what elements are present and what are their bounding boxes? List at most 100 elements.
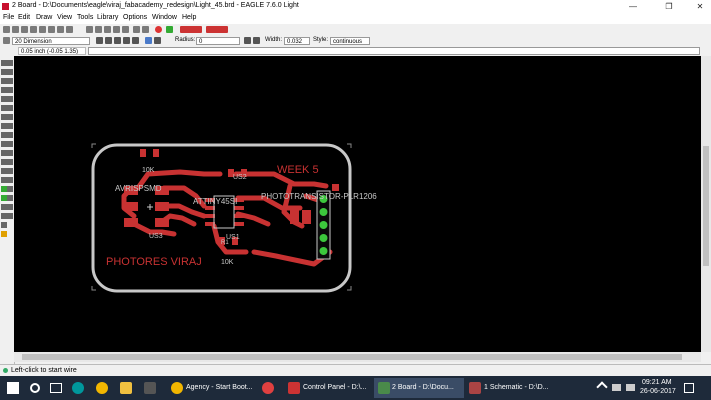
volume-icon[interactable]: [626, 384, 635, 391]
task-agency[interactable]: Agency - Start Boot...: [186, 384, 253, 391]
menu-view[interactable]: View: [57, 14, 73, 21]
chrome-icon[interactable]: [96, 382, 108, 394]
open-icon[interactable]: [3, 26, 10, 33]
menu-edit[interactable]: Edit: [18, 14, 31, 21]
task-schematic[interactable]: 1 Schematic - D:\D...: [484, 384, 549, 391]
board-canvas[interactable]: WEEK 5 PHOTORES VIRAJ AVRISPSMD ATTINY45…: [14, 56, 701, 352]
task-view-icon[interactable]: [50, 383, 62, 393]
bend-style-4-icon[interactable]: [123, 37, 130, 44]
redraw-icon[interactable]: [122, 26, 129, 33]
menu-help[interactable]: Help: [182, 14, 197, 21]
horizontal-scrollbar[interactable]: [14, 352, 701, 362]
menu-tools[interactable]: Tools: [77, 14, 94, 21]
rotate-icon[interactable]: [7, 87, 13, 93]
action-center-icon[interactable]: [684, 383, 694, 393]
redo-icon[interactable]: [142, 26, 149, 33]
wire-icon[interactable]: [1, 159, 7, 165]
miter-icon[interactable]: [244, 37, 251, 44]
menu-library[interactable]: Library: [97, 14, 119, 21]
print-icon[interactable]: [21, 26, 28, 33]
horizontal-scroll-thumb[interactable]: [22, 354, 682, 360]
hole-icon[interactable]: [1, 195, 7, 201]
undo-icon[interactable]: [133, 26, 140, 33]
replace-icon[interactable]: [7, 114, 13, 120]
miter-2-icon[interactable]: [253, 37, 260, 44]
width-input[interactable]: 0.032: [284, 37, 310, 45]
smash-icon[interactable]: [1, 132, 7, 138]
cam-icon[interactable]: [30, 26, 37, 33]
arduino-icon[interactable]: [72, 382, 84, 394]
split-icon[interactable]: [1, 141, 7, 147]
erc-icon[interactable]: [7, 213, 13, 219]
maximize-button[interactable]: ❐: [665, 2, 673, 11]
route-icon[interactable]: [1, 150, 7, 156]
network-icon[interactable]: [612, 384, 621, 391]
radius-input[interactable]: 0: [196, 37, 240, 45]
close-button[interactable]: ✕: [696, 2, 704, 11]
task-control-panel[interactable]: Control Panel - D:\...: [303, 384, 367, 391]
via-icon[interactable]: [1, 186, 7, 192]
bend-style-6-icon[interactable]: [145, 37, 152, 44]
vertical-scroll-thumb[interactable]: [703, 146, 709, 266]
optimize-icon[interactable]: [7, 141, 13, 147]
menu-file[interactable]: File: [3, 14, 15, 21]
bend-style-icon[interactable]: [96, 37, 103, 44]
fusion-icon[interactable]: [206, 26, 228, 33]
errors-icon[interactable]: [1, 231, 7, 237]
menu-options[interactable]: Options: [123, 14, 148, 21]
value-icon[interactable]: [7, 123, 13, 129]
script-icon[interactable]: [66, 26, 73, 33]
ratsnest-icon[interactable]: [7, 204, 13, 210]
miter-tool-icon[interactable]: [7, 132, 13, 138]
stop-icon[interactable]: [155, 26, 162, 33]
show-icon[interactable]: [7, 60, 13, 66]
zoom-fit-icon[interactable]: [86, 26, 93, 33]
vertical-scrollbar[interactable]: [701, 56, 711, 352]
circle-icon[interactable]: [1, 168, 7, 174]
name-icon[interactable]: [1, 123, 7, 129]
signal-icon[interactable]: [7, 186, 13, 192]
menu-draw[interactable]: Draw: [36, 14, 53, 21]
clock-date[interactable]: 26-06-2017: [640, 388, 676, 395]
delete-icon[interactable]: [7, 105, 13, 111]
mirror-icon[interactable]: [1, 87, 7, 93]
bend-style-3-icon[interactable]: [114, 37, 121, 44]
tray-chevron-icon[interactable]: [596, 381, 608, 393]
add-icon[interactable]: [1, 114, 7, 120]
text-icon[interactable]: [7, 159, 13, 165]
go-icon[interactable]: [166, 26, 173, 33]
board-icon[interactable]: [39, 26, 46, 33]
command-line-input[interactable]: [88, 47, 700, 55]
bend-style-7-icon[interactable]: [154, 37, 161, 44]
paste-icon[interactable]: [1, 105, 7, 111]
zoom-out-icon[interactable]: [104, 26, 111, 33]
minimize-button[interactable]: —: [629, 2, 637, 11]
autorouter-icon[interactable]: [1, 213, 7, 219]
save-icon[interactable]: [12, 26, 19, 33]
zoom-select-icon[interactable]: [113, 26, 120, 33]
ripup-icon[interactable]: [7, 150, 13, 156]
schematic-icon[interactable]: [48, 26, 55, 33]
search-icon[interactable]: [30, 383, 40, 393]
clock-time[interactable]: 09:21 AM: [642, 379, 672, 386]
change-icon[interactable]: [7, 96, 13, 102]
file-explorer-icon[interactable]: [120, 382, 132, 394]
style-select[interactable]: continuous: [330, 37, 370, 45]
layer-select[interactable]: 20 Dimension: [12, 37, 90, 45]
mark-icon[interactable]: [7, 69, 13, 75]
menu-window[interactable]: Window: [152, 14, 177, 21]
attribute-icon[interactable]: [7, 195, 13, 201]
arc-icon[interactable]: [7, 168, 13, 174]
windows-start-icon[interactable]: [7, 382, 19, 394]
info-icon[interactable]: [1, 60, 7, 66]
bend-style-5-icon[interactable]: [132, 37, 139, 44]
ulp-icon[interactable]: [57, 26, 64, 33]
copy-icon[interactable]: [7, 78, 13, 84]
display-icon[interactable]: [1, 69, 7, 75]
task-board[interactable]: 2 Board - D:\Docu...: [374, 378, 464, 398]
rect-icon[interactable]: [1, 177, 7, 183]
dimension-icon[interactable]: [1, 204, 7, 210]
polygon-icon[interactable]: [7, 177, 13, 183]
zoom-in-icon[interactable]: [95, 26, 102, 33]
store-icon[interactable]: [144, 382, 156, 394]
